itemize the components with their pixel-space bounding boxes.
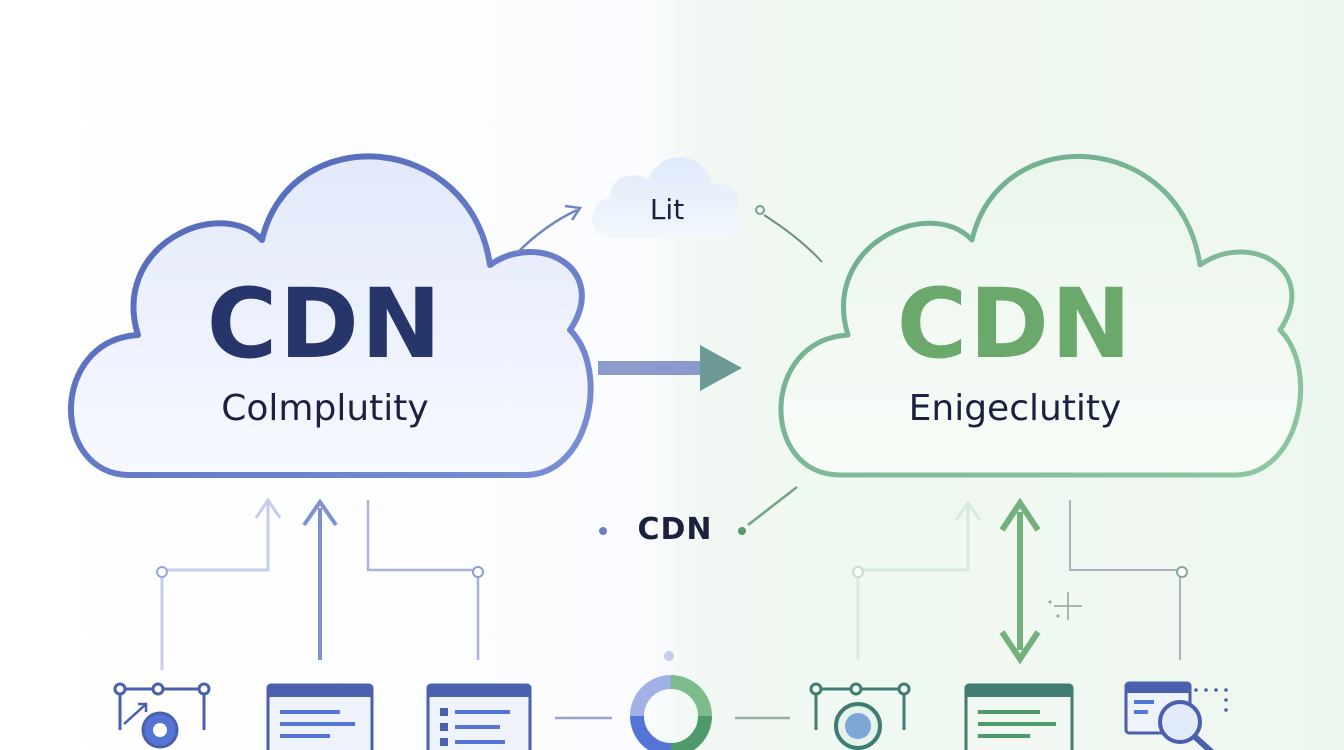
small-cloud-label: Lit	[649, 193, 685, 226]
network-node-icon	[113, 682, 211, 749]
middle-cdn-label: CDN	[637, 512, 713, 547]
donut-chart-icon	[630, 675, 712, 750]
connector-dot-top-right	[755, 205, 765, 215]
small-cloud-shape	[592, 157, 742, 238]
middle-dot-right	[738, 527, 746, 535]
right-cloud-shape	[778, 153, 1303, 478]
search-node-icon	[809, 682, 911, 750]
left-connectors	[156, 497, 484, 670]
left-cloud-title: CDN	[206, 268, 444, 380]
left-cloud-shape	[68, 153, 594, 478]
browser-window-icon	[266, 683, 374, 750]
window-search-icon	[1124, 681, 1228, 750]
right-cloud-subtitle: Enigeclutity	[908, 388, 1122, 429]
left-cloud-subtitle: Colmplutity	[221, 388, 429, 429]
browser-list-icon	[426, 683, 532, 750]
middle-dot-left	[599, 527, 607, 535]
main-arrow-head	[700, 345, 742, 391]
right-connectors	[852, 497, 1188, 665]
main-arrow-shaft	[598, 361, 710, 375]
right-cloud-title: CDN	[896, 268, 1134, 380]
document-window-icon	[964, 683, 1074, 750]
curved-arrow-left-head	[564, 204, 583, 221]
bottom-dot	[664, 651, 674, 661]
connector-line-top-right	[763, 214, 823, 263]
middle-connector-line	[747, 486, 798, 526]
curved-arrow-left	[516, 208, 578, 254]
